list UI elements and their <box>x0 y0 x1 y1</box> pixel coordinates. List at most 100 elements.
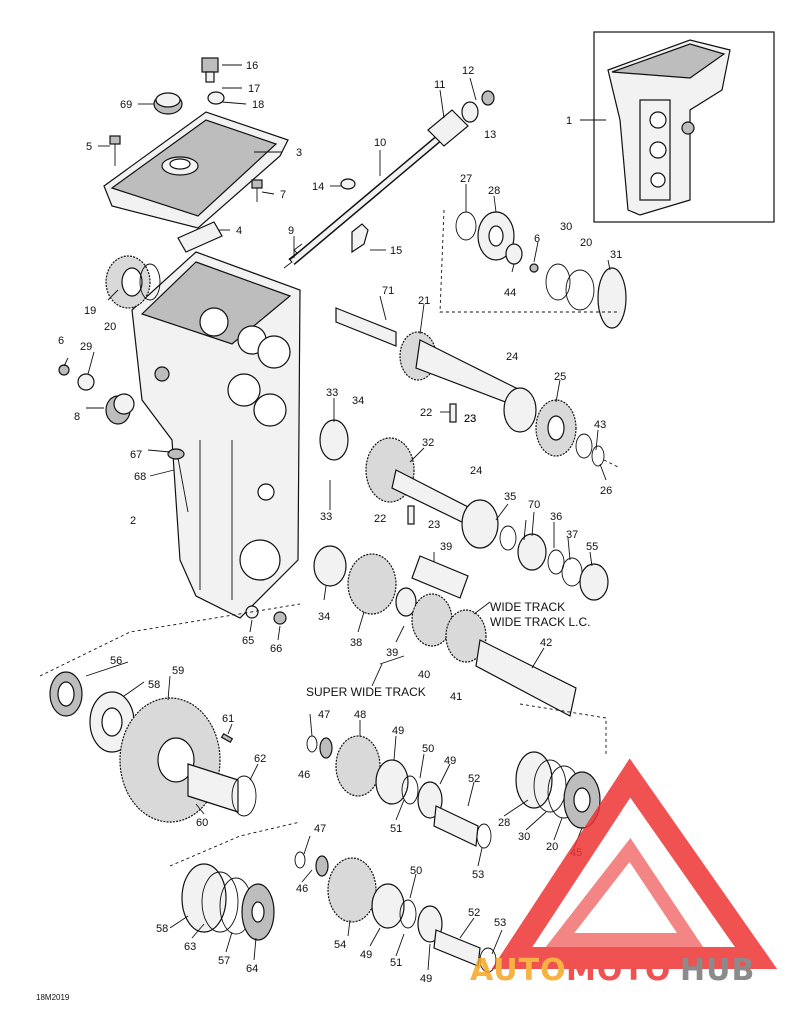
label-52a: 52 <box>468 773 480 785</box>
label-41: 41 <box>450 691 462 703</box>
label-69: 69 <box>120 99 132 111</box>
label-67: 67 <box>130 449 142 461</box>
watermark-logo-icon <box>491 758 778 969</box>
label-65: 65 <box>242 635 254 647</box>
automotohub-watermark: AUTO MOTO HUB <box>470 758 778 988</box>
label-7: 7 <box>280 189 286 201</box>
label-63: 63 <box>184 941 196 953</box>
label-24b: 24 <box>470 465 482 477</box>
label-6: 6 <box>58 335 64 347</box>
label-30a: 30 <box>560 221 572 233</box>
gearbox-housing <box>131 251 301 619</box>
output-gear-59-group <box>39 603 301 823</box>
housing-plugs <box>58 364 287 625</box>
label-57: 57 <box>218 955 230 967</box>
label-10: 10 <box>374 137 386 149</box>
label-6b: 6 <box>534 233 540 245</box>
label-58b: 58 <box>156 923 168 935</box>
label-11: 11 <box>434 79 445 91</box>
label-49c: 49 <box>360 949 372 961</box>
label-32: 32 <box>422 437 434 449</box>
label-22a: 22 <box>420 407 432 419</box>
label-28b: 28 <box>498 817 510 829</box>
label-20: 20 <box>104 321 116 333</box>
label-20c: 20 <box>546 841 558 853</box>
label-49b: 49 <box>444 755 456 767</box>
label-4: 4 <box>236 225 242 237</box>
label-20b: 20 <box>580 237 592 249</box>
label-15: 15 <box>390 245 402 257</box>
annotation-wide-track-lc: WIDE TRACK L.C. <box>490 615 590 629</box>
label-49d: 49 <box>420 973 432 985</box>
label-25: 25 <box>554 371 566 383</box>
label-8: 8 <box>74 411 80 423</box>
label-39b: 39 <box>386 647 398 659</box>
label-51b: 51 <box>390 957 402 969</box>
label-23c: 23 <box>464 413 476 425</box>
label-68: 68 <box>134 471 146 483</box>
label-46a: 46 <box>298 769 310 781</box>
label-50b: 50 <box>410 865 422 877</box>
label-37: 37 <box>566 529 578 541</box>
label-47b: 47 <box>314 823 326 835</box>
label-13: 13 <box>484 129 496 141</box>
sensor-switch <box>201 57 225 105</box>
label-23b: 23 <box>428 519 440 531</box>
label-51a: 51 <box>390 823 402 835</box>
label-50a: 50 <box>422 743 434 755</box>
label-17: 17 <box>248 83 260 95</box>
label-53a: 53 <box>472 869 484 881</box>
label-55: 55 <box>586 541 598 553</box>
inset-assembled-gearbox <box>580 31 775 223</box>
output-bearing-group <box>439 209 627 329</box>
label-44: 44 <box>504 287 516 299</box>
label-30b: 30 <box>518 831 530 843</box>
cover-bolts <box>109 135 263 202</box>
label-59: 59 <box>172 665 184 677</box>
dipstick <box>167 448 189 513</box>
label-53b: 53 <box>494 917 506 929</box>
label-56: 56 <box>110 655 122 667</box>
label-52b: 52 <box>468 907 480 919</box>
gear-stack-upper <box>306 735 492 849</box>
label-49a: 49 <box>392 725 404 737</box>
countershaft-32 <box>319 403 609 601</box>
annotation-wide-track: WIDE TRACK <box>490 600 565 614</box>
label-21: 21 <box>418 295 430 307</box>
label-19: 19 <box>84 305 96 317</box>
label-29: 29 <box>80 341 92 353</box>
label-39a: 39 <box>440 541 452 553</box>
label-40: 40 <box>418 669 430 681</box>
watermark-text-auto: AUTO <box>470 953 567 988</box>
label-71: 71 <box>382 285 394 297</box>
input-shaft-21 <box>335 307 621 469</box>
label-31: 31 <box>610 249 622 261</box>
shift-shaft <box>283 90 495 269</box>
label-62: 62 <box>254 753 266 765</box>
clutch-pack-right <box>515 751 601 829</box>
label-18: 18 <box>252 99 264 111</box>
label-1: 1 <box>566 115 572 127</box>
clutch-pack-lower-left <box>169 821 301 941</box>
gearbox-cover-plate <box>103 111 289 229</box>
label-33b: 33 <box>320 511 332 523</box>
label-34b: 34 <box>318 611 330 623</box>
label-26: 26 <box>600 485 612 497</box>
label-2: 2 <box>130 515 136 527</box>
label-42: 42 <box>540 637 552 649</box>
watermark-text-hub: HUB <box>680 953 755 988</box>
breather-cap <box>153 92 183 115</box>
label-66: 66 <box>270 643 282 655</box>
watermark-text-moto: MOTO <box>566 953 671 988</box>
label-28a: 28 <box>488 185 500 197</box>
label-22b: 22 <box>374 513 386 525</box>
label-58a: 58 <box>148 679 160 691</box>
label-27: 27 <box>460 173 472 185</box>
leader-lines <box>63 64 611 971</box>
label-47a: 47 <box>318 709 330 721</box>
label-33a: 33 <box>326 387 338 399</box>
label-36: 36 <box>550 511 562 523</box>
label-23a: 23 <box>464 413 476 425</box>
label-5: 5 <box>86 141 92 153</box>
label-38: 38 <box>350 637 362 649</box>
